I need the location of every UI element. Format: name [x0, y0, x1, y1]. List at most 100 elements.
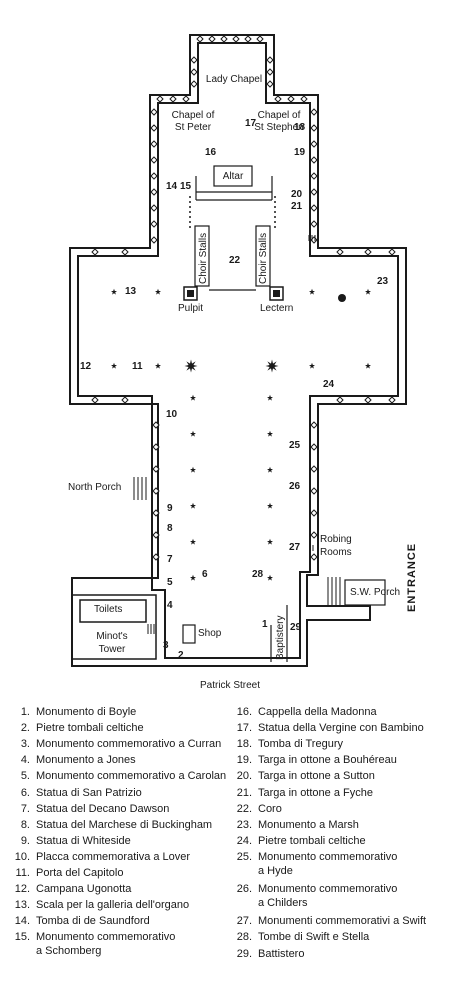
legend-text: Monumento commemorativo	[258, 850, 398, 863]
column	[155, 288, 161, 295]
marker-1: 1	[262, 619, 268, 630]
legend-item: 24.Pietre tombali celtiche	[230, 834, 366, 848]
wall-ornament	[310, 465, 318, 473]
north-porch-label: North Porch	[68, 482, 122, 493]
legend-item: 7. Statua del Decano Dawson	[8, 802, 170, 816]
wall-ornament	[150, 108, 158, 116]
legend-item: 1.Monumento di Boyle	[8, 705, 136, 719]
choir-stalls	[194, 225, 271, 291]
marker-29: 29	[290, 622, 302, 633]
legend-number: 19.	[236, 754, 252, 767]
legend-number: 7.	[20, 802, 30, 815]
choir-screen	[189, 196, 276, 228]
legend-item: 21.Targa in ottone a Fyche	[230, 786, 373, 800]
legend-number: 13.	[14, 899, 30, 912]
wall-ornament	[310, 156, 318, 164]
legend-item: 2.Pietre tombali celtiche	[8, 721, 144, 735]
legend-item: 5.Monumento commemorativo a Carolan	[8, 769, 226, 783]
legend-item: 19.Targa in ottone a Bouhéreau	[230, 753, 397, 767]
column	[190, 430, 196, 437]
wall-ornament	[152, 531, 160, 539]
legend-number: 11.	[15, 867, 30, 879]
crossing-pier	[265, 359, 279, 373]
legend-item: 17.Statua della Vergine con Bambino	[230, 721, 424, 735]
wall-ornament	[310, 188, 318, 196]
legend-item: 6.Statua di San Patrizio	[8, 786, 142, 800]
shop-label: Shop	[198, 628, 222, 639]
wall-ornament	[266, 80, 274, 88]
legend-text: Tomba di de Saundford	[36, 915, 150, 928]
legend-item: 22.Coro	[230, 802, 282, 816]
legend-text: Monumento commemorativo	[36, 931, 176, 944]
minots-tower-label: Minot's Tower	[96, 631, 128, 655]
shop-box	[182, 624, 196, 644]
legend-item: 11.Porta del Capitolo	[8, 866, 124, 880]
wall-ornament	[190, 68, 198, 76]
wall-ornament	[310, 553, 318, 561]
column	[190, 466, 196, 473]
legend-text: Statua del Decano Dawson	[36, 802, 170, 815]
legend-number: 28.	[236, 931, 252, 944]
marker-19: 19	[294, 147, 306, 158]
wall-ornament	[190, 80, 198, 88]
legend-text: Placca commemorativa a Lover	[36, 850, 191, 863]
baptistery-label: Baptistery	[275, 615, 286, 660]
column	[309, 362, 315, 369]
column	[267, 394, 273, 401]
wall-ornament	[121, 396, 129, 404]
column	[365, 362, 371, 369]
legend-number: 3.	[20, 738, 30, 751]
wall-ornament	[310, 487, 318, 495]
marker-15: 15	[180, 181, 192, 192]
chapel-st-peter-label: Chapel of St Peter	[171, 110, 215, 133]
wall-ornament	[196, 35, 204, 43]
marker-2: 2	[178, 650, 184, 661]
wall-ornaments	[91, 35, 396, 561]
wall-ornament	[152, 553, 160, 561]
marker-16: 16	[205, 147, 217, 158]
column	[267, 538, 273, 545]
legend-number: 15.	[14, 931, 30, 944]
wall-ornament	[150, 172, 158, 180]
legend-text: Monumenti commemorativi a Swift	[258, 915, 427, 928]
wall-ornament	[364, 396, 372, 404]
wall-ornament	[336, 396, 344, 404]
wall-ornament	[121, 248, 129, 256]
wall-ornament	[287, 95, 295, 103]
wall-ornament	[266, 68, 274, 76]
marker-13: 13	[125, 286, 137, 297]
legend-number: 29.	[236, 947, 252, 960]
legend-number: 2.	[20, 722, 30, 735]
column	[111, 288, 117, 295]
legend-item: 18.Tomba di Tregury	[230, 737, 343, 751]
column	[111, 362, 117, 369]
legend-item: 29.Battistero	[230, 947, 305, 961]
legend-item: 13.Scala per la galleria dell'organo	[8, 898, 189, 912]
legend-text: Statua di San Patrizio	[36, 786, 142, 799]
marsh-monument-dot	[338, 294, 346, 302]
chapel-st-stephen-label: Chapel of St Stephen	[254, 110, 304, 133]
wall-ornament	[232, 35, 240, 43]
wall-ornament	[182, 95, 190, 103]
column	[190, 538, 196, 545]
legend-number: 22.	[236, 802, 252, 815]
marker-6: 6	[202, 569, 208, 580]
wall-ornament	[169, 95, 177, 103]
legend-number: 9.	[20, 834, 30, 847]
minots-tower-block	[71, 594, 157, 660]
legend-item: 9.Statua di Whiteside	[8, 834, 131, 848]
wall-ornament	[91, 248, 99, 256]
marker-25: 25	[289, 440, 301, 451]
pulpit-label: Pulpit	[178, 303, 204, 314]
choir-stalls-right-label: Choir Stalls	[258, 232, 269, 284]
wall-ornament	[256, 35, 264, 43]
wall-ornament	[310, 172, 318, 180]
column	[267, 430, 273, 437]
legend-item: 16.Cappella della Madonna	[230, 705, 377, 719]
marker-28: 28	[252, 569, 264, 580]
wall-ornament	[150, 188, 158, 196]
wall-ornament	[150, 140, 158, 148]
baptistery-walls	[270, 605, 288, 662]
